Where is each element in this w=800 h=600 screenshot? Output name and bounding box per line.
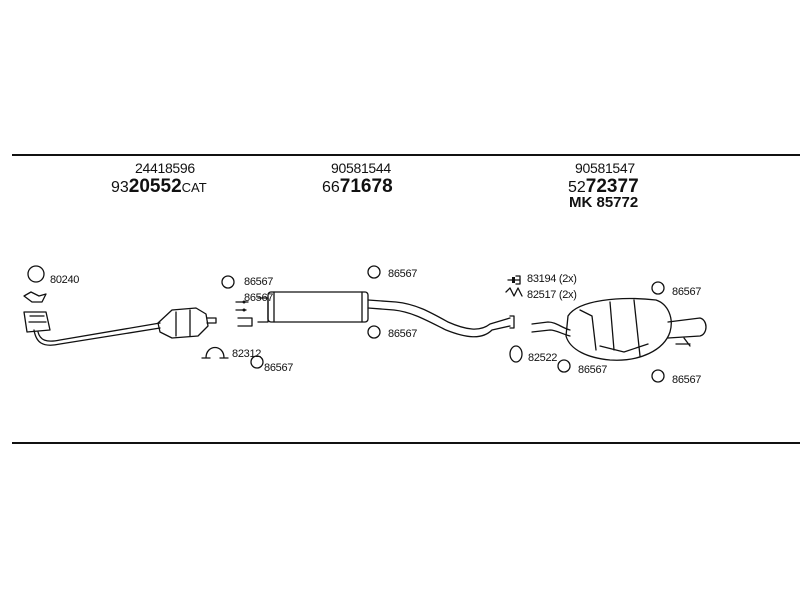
rear-silencer-part-prefix: 52 (568, 179, 586, 196)
label-hanger-2: 86567 (264, 362, 294, 374)
gasket-ring-icon (27, 265, 45, 283)
label-clamp: 82312 (232, 348, 262, 360)
mounting-kit-number: MK 85772 (569, 194, 639, 211)
label-hanger-3: 86567 (388, 268, 418, 280)
flange-bracket-icon (23, 291, 47, 303)
rubber-hanger-icon (557, 359, 571, 373)
top-divider (12, 154, 800, 156)
catalyst-part-suffix: CAT (181, 180, 207, 195)
label-gasket-ring: 80240 (50, 274, 80, 286)
front-pipe (33, 327, 161, 346)
label-gasket: 82522 (528, 352, 558, 364)
pipe-clamp-icon (201, 346, 229, 359)
catalyst-part-prefix: 93 (111, 179, 129, 196)
middle-silencer-part-bold: 71678 (339, 176, 393, 197)
rear-silencer-ref-number: 90581547 (575, 160, 635, 176)
catalytic-converter (157, 307, 209, 339)
bottom-divider (12, 442, 800, 444)
middle-silencer-part-number: 6671678 (322, 176, 393, 198)
label-bolt: 83194 (2x) (527, 273, 577, 285)
label-hanger-8: 86567 (244, 292, 274, 304)
rear-silencer-part-number: 5272377 (568, 176, 639, 198)
middle-silencer-ref-number: 90581544 (331, 160, 391, 176)
rubber-hanger-icon (651, 369, 665, 383)
label-hanger-6: 86567 (672, 286, 702, 298)
spring-icon (505, 287, 523, 297)
rear-pipe-inlet (531, 321, 571, 331)
middle-silencer-body (267, 291, 369, 323)
rubber-hanger-icon (221, 275, 235, 289)
intermediate-pipe (367, 299, 511, 330)
label-hanger-5: 86567 (578, 364, 608, 376)
catalyst-part-number: 9320552CAT (111, 176, 207, 198)
rubber-hanger-icon (367, 325, 381, 339)
label-hanger-1: 86567 (244, 276, 274, 288)
rubber-hanger-icon (367, 265, 381, 279)
middle-silencer-part-prefix: 66 (322, 179, 340, 196)
label-hanger-7: 86567 (672, 374, 702, 386)
label-hanger-4: 86567 (388, 328, 418, 340)
gasket-icon (509, 345, 523, 363)
tailpipe (667, 317, 707, 339)
label-spring: 82517 (2x) (527, 289, 577, 301)
manifold-flange-icon (23, 311, 51, 333)
catalyst-part-bold: 20552 (128, 176, 182, 197)
catalyst-ref-number: 24418596 (135, 160, 195, 176)
rubber-hanger-icon (651, 281, 665, 295)
rear-silencer-part-bold: 72377 (585, 176, 639, 197)
rubber-hanger-icon (250, 355, 264, 369)
rear-silencer (565, 297, 672, 361)
